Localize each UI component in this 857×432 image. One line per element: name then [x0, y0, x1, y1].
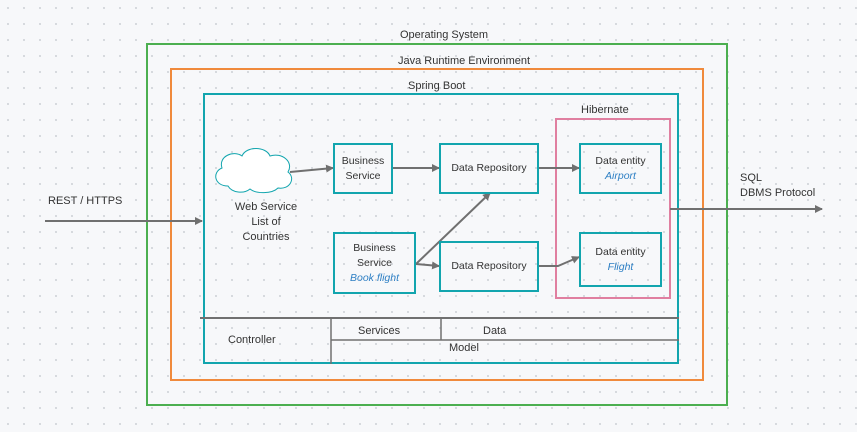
book-flight-subtitle: Book flight	[349, 271, 400, 284]
operating-system-frame	[146, 43, 728, 406]
hibernate-label: Hibernate	[581, 104, 629, 116]
operating-system-label: Operating System	[400, 29, 489, 41]
dbms-protocol-label: DBMS Protocol	[740, 187, 816, 199]
airport-entity-title: Data entity	[595, 154, 646, 167]
services-layer-label: Services	[358, 325, 401, 337]
data-layer-label: Data	[483, 325, 507, 337]
business-service-box: Business Service	[333, 143, 393, 194]
web-service-line2: List of	[251, 216, 281, 228]
cloud-to-business-arrow	[289, 164, 334, 173]
book-to-repo2-arrow	[415, 261, 440, 270]
business-service-line1: Business	[341, 154, 385, 167]
airport-entity-subtitle: Airport	[605, 169, 636, 182]
model-layer-label: Model	[449, 342, 479, 354]
book-service-line1: Business	[353, 241, 396, 254]
repo-to-flight-arrow	[539, 256, 580, 267]
flight-entity-box: Data entity Flight	[579, 232, 662, 287]
controller-layer-label: Controller	[228, 334, 276, 346]
jre-frame	[170, 68, 704, 381]
flight-entity-title: Data entity	[595, 245, 646, 258]
jre-label: Java Runtime Environment	[398, 55, 531, 67]
cloud-shape	[215, 148, 293, 194]
web-service-label: Web Service List of Countries	[212, 200, 320, 245]
web-service-line3: Countries	[242, 231, 290, 243]
data-repository-2-box: Data Repository	[439, 241, 539, 292]
book-service-line2: Service	[356, 256, 392, 269]
sql-label: SQL	[740, 172, 763, 184]
book-flight-service-box: Business Service Book flight	[333, 232, 416, 294]
sql-protocol-label: SQL DBMS Protocol	[740, 171, 815, 201]
data-repository-1-label: Data Repository	[451, 162, 527, 174]
flight-entity-subtitle: Flight	[607, 260, 634, 273]
data-repository-1-box: Data Repository	[439, 143, 539, 194]
business-service-line2: Service	[345, 169, 381, 182]
spring-boot-frame	[203, 93, 679, 364]
spring-boot-label: Spring Boot	[408, 80, 466, 92]
data-repository-2-label: Data Repository	[451, 260, 527, 272]
web-service-line1: Web Service	[234, 201, 298, 213]
airport-entity-box: Data entity Airport	[579, 143, 662, 194]
book-to-repo1-arrow	[415, 192, 491, 265]
rest-https-label: REST / HTTPS	[48, 195, 123, 207]
